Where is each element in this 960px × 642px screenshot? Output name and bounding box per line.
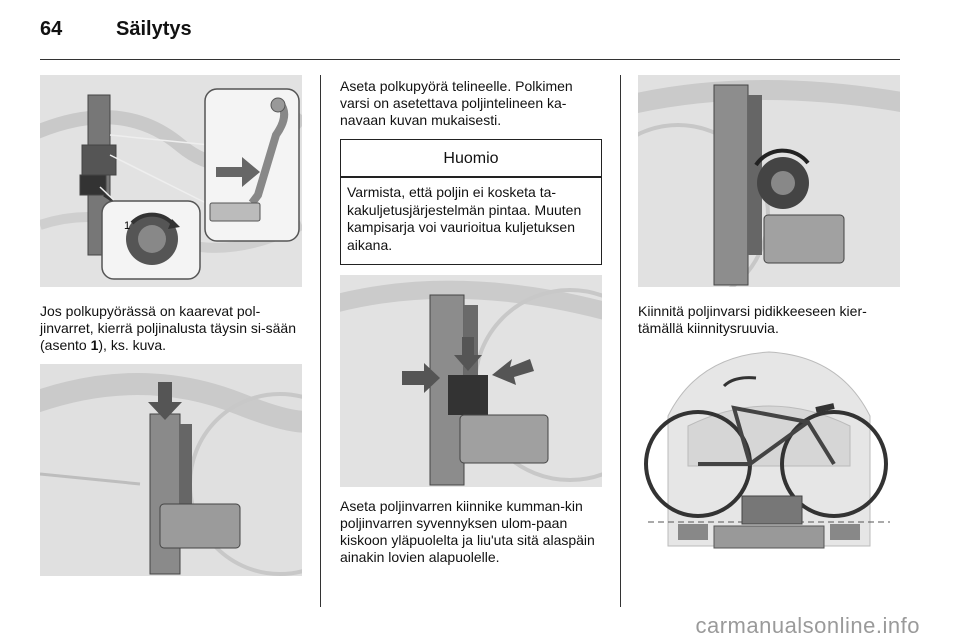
right-paragraph: Kiinnitä poljinvarsi pidikkeeseen kier-t… [638, 303, 867, 336]
note-text: Varmista, että poljin ei kosketa ta-kaku… [347, 184, 582, 253]
left-paragraph-text: Jos polkupyörässä on kaarevat pol-jinvar… [40, 303, 296, 353]
watermark: carmanualsonline.info [695, 613, 920, 638]
page-number: 64 [40, 18, 63, 40]
figure-pedal-holder-clamps [340, 275, 602, 487]
left-paragraph: Jos polkupyörässä on kaarevat pol-jinvar… [40, 303, 302, 354]
header-rule [40, 59, 900, 60]
note-divider [341, 176, 601, 178]
left-paragraph-bold: 1 [90, 337, 99, 353]
column-divider-2 [620, 75, 621, 607]
note-title: Huomio [443, 150, 499, 167]
note-box: Huomio Varmista, että poljin ei kosketa … [340, 139, 602, 265]
middle-paragraph-top: Aseta polkupyörä telineelle. Polkimen va… [340, 78, 573, 128]
middle-paragraph-bottom: Aseta poljinvarren kiinnike kumman-kin p… [340, 498, 595, 565]
figure-bicycle-on-carrier [638, 346, 900, 558]
left-paragraph-end: ), ks. kuva. [98, 337, 167, 353]
column-divider-1 [320, 75, 321, 607]
figure-pedal-tray-down [40, 364, 302, 576]
figure-pedal-holder-insets: 1 [40, 75, 302, 287]
section-title: Säilytys [116, 18, 192, 40]
figure-fasten-screw [638, 75, 900, 287]
figure-callout-1: 1 [124, 220, 130, 232]
